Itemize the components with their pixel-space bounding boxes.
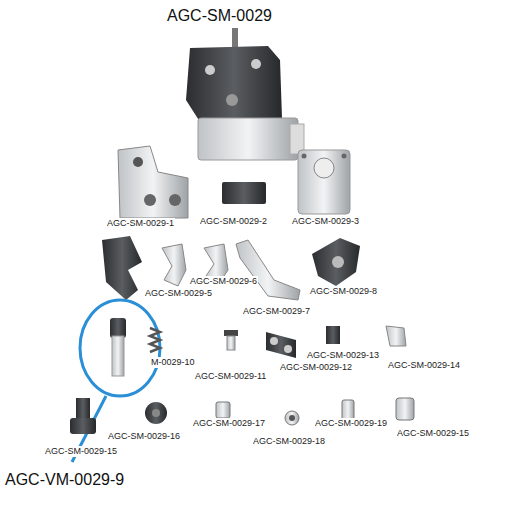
callout-ellipse: [80, 300, 160, 396]
part-16: [145, 402, 167, 424]
assembly-title: AGC-SM-0029: [166, 6, 273, 25]
part-5: [102, 236, 142, 300]
part-number: AGC-SM-0029-17: [192, 418, 266, 429]
part-number: AGC-SM-0029-6: [189, 276, 258, 287]
part-number: AGC-SM-0029-2: [199, 216, 268, 227]
part-13: [326, 326, 340, 344]
part-number: AGC-SM-0029-13: [306, 350, 380, 361]
part-6: [162, 244, 186, 286]
part-number: AGC-SM-0029-15: [44, 446, 118, 457]
part-17: [216, 402, 230, 418]
part-number: AGC-SM-0029-14: [387, 360, 461, 371]
part-11: [224, 330, 238, 350]
part-19: [342, 400, 354, 420]
part-number: AGC-SM-0029-1: [106, 218, 175, 229]
part-number: AGC-SM-0029-7: [242, 306, 311, 317]
part-1: [118, 146, 188, 218]
part-number: AGC-SM-0029-5: [144, 288, 213, 299]
main-assembly: [186, 28, 304, 160]
part-number: M-0029-10: [150, 357, 196, 368]
part-number: AGC-SM-0029-15: [396, 428, 470, 439]
part-15-b: [396, 398, 414, 420]
part-8: [312, 238, 360, 286]
part-number: AGC-SM-0029-18: [252, 436, 326, 447]
part-number: AGC-SM-0029-11: [194, 371, 267, 382]
part-12: [266, 332, 296, 358]
part-18: [285, 411, 299, 425]
part-7: [236, 240, 300, 300]
part-9: [110, 318, 126, 376]
part-number: AGC-SM-0029-12: [279, 362, 353, 373]
part-10: [150, 328, 160, 352]
part-3: [298, 150, 350, 214]
part-2: [222, 182, 266, 204]
part-14: [386, 326, 406, 346]
part-15: [70, 398, 96, 434]
part-number: AGC-SM-0029-19: [314, 418, 388, 429]
part-number: AGC-SM-0029-3: [291, 216, 360, 227]
part-number: AGC-SM-0029-16: [107, 431, 181, 442]
callout-part-number: AGC-VM-0029-9: [4, 470, 125, 489]
part-number: AGC-SM-0029-8: [309, 286, 378, 297]
